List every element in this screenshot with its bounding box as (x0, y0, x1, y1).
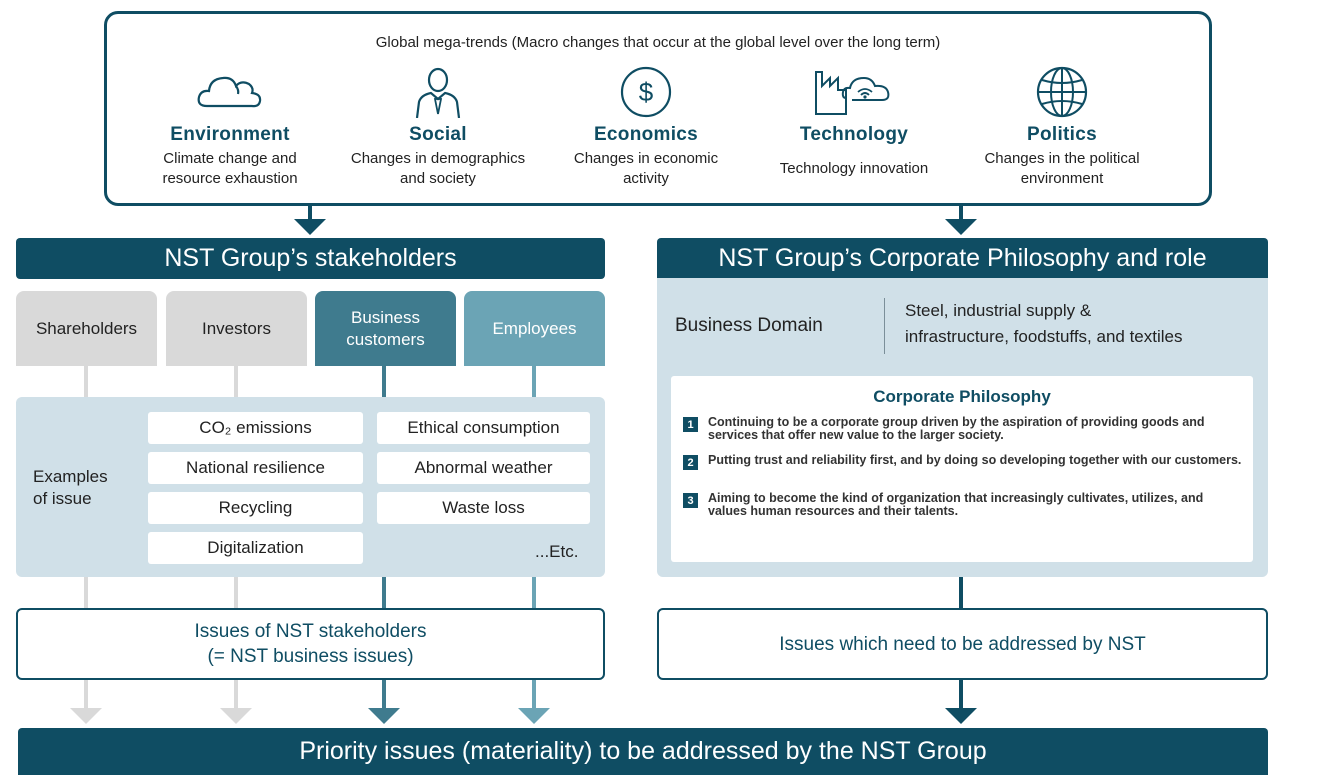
arrow-down-icon (220, 708, 252, 724)
tab-business-customers: Business customers (315, 291, 456, 366)
tab-employees: Employees (464, 291, 605, 366)
philosophy-item-number: 1 (683, 417, 698, 432)
mega-trends-title: Global mega-trends (Macro changes that o… (375, 34, 941, 51)
tab-shareholders: Shareholders (16, 291, 157, 366)
trend-name: Environment (170, 124, 290, 145)
trend-technology: Technology Technology innovation (744, 66, 964, 179)
trend-environment: Environment Climate change and resource … (120, 66, 340, 189)
trend-name: Technology (799, 124, 909, 145)
issue-chip: CO₂ emissions (148, 412, 363, 444)
trend-desc: Climate change and resource exhaustion (162, 150, 298, 187)
connector-line (959, 206, 963, 220)
trend-desc: Technology innovation (779, 160, 929, 177)
svg-text:$: $ (639, 77, 654, 107)
issue-chip: National resilience (148, 452, 363, 484)
corporate-philosophy-box: Corporate Philosophy 1 Continuing to be … (671, 376, 1253, 562)
divider (884, 298, 885, 354)
business-domain-label: Business Domain (675, 315, 823, 336)
business-domain-value: Steel, industrial supply & infrastructur… (905, 301, 1183, 346)
tab-investors: Investors (166, 291, 307, 366)
philosophy-item: 1 Continuing to be a corporate group dri… (683, 416, 1243, 442)
corporate-philosophy-title: Corporate Philosophy (873, 387, 1051, 406)
person-icon (415, 67, 461, 118)
cloud-icon (197, 76, 262, 108)
trend-social: Social Changes in demographics and socie… (328, 66, 548, 189)
etc-label: ...Etc. (535, 542, 579, 561)
trend-desc: Changes in the political environment (984, 150, 1140, 187)
trend-desc: Changes in economic activity (573, 150, 719, 187)
arrow-down-icon (945, 708, 977, 724)
trend-politics: Politics Changes in the political enviro… (952, 66, 1172, 189)
issue-chip: Digitalization (148, 532, 363, 564)
trend-economics: $ Economics Changes in economic activity (536, 66, 756, 189)
globe-icon (1036, 66, 1088, 118)
philosophy-header: NST Group’s Corporate Philosophy and rol… (657, 238, 1268, 279)
issue-chip: Abnormal weather (377, 452, 590, 484)
connector-line (959, 680, 963, 710)
issue-chip: Ethical consumption (377, 412, 590, 444)
dollar-icon: $ (620, 66, 672, 118)
trend-desc: Changes in demographics and society (350, 150, 526, 187)
stakeholder-issues-box: Issues of NST stakeholders (= NST busine… (16, 608, 605, 680)
philosophy-item-number: 2 (683, 455, 698, 470)
issue-chip: Recycling (148, 492, 363, 524)
philosophy-item: 3 Aiming to become the kind of organizat… (683, 492, 1243, 518)
arrow-down-icon (368, 708, 400, 724)
factory-cloud-icon (815, 71, 890, 115)
trend-name: Social (409, 124, 467, 145)
trend-name: Politics (1027, 124, 1097, 145)
philosophy-item-text: Putting trust and reliability first, and… (708, 453, 1242, 467)
philosophy-item-number: 3 (683, 493, 698, 508)
arrow-down-icon (294, 219, 326, 235)
connector-line (959, 577, 963, 608)
trend-name: Economics (593, 124, 699, 145)
philosophy-item-text: Aiming to become the kind of organizatio… (708, 491, 1204, 518)
examples-label: Examples of issue (33, 467, 108, 508)
arrow-down-icon (945, 219, 977, 235)
arrow-down-icon (70, 708, 102, 724)
connector-line (308, 206, 312, 220)
philosophy-item: 2 Putting trust and reliability first, a… (683, 454, 1243, 470)
priority-issues-banner: Priority issues (materiality) to be addr… (18, 728, 1268, 775)
nst-issues-box: Issues which need to be addressed by NST (657, 608, 1268, 680)
philosophy-item-text: Continuing to be a corporate group drive… (708, 415, 1205, 442)
stakeholders-header: NST Group’s stakeholders (16, 238, 605, 279)
mega-trends-panel: Global mega-trends (Macro changes that o… (104, 11, 1212, 206)
issue-chip: Waste loss (377, 492, 590, 524)
arrow-down-icon (518, 708, 550, 724)
